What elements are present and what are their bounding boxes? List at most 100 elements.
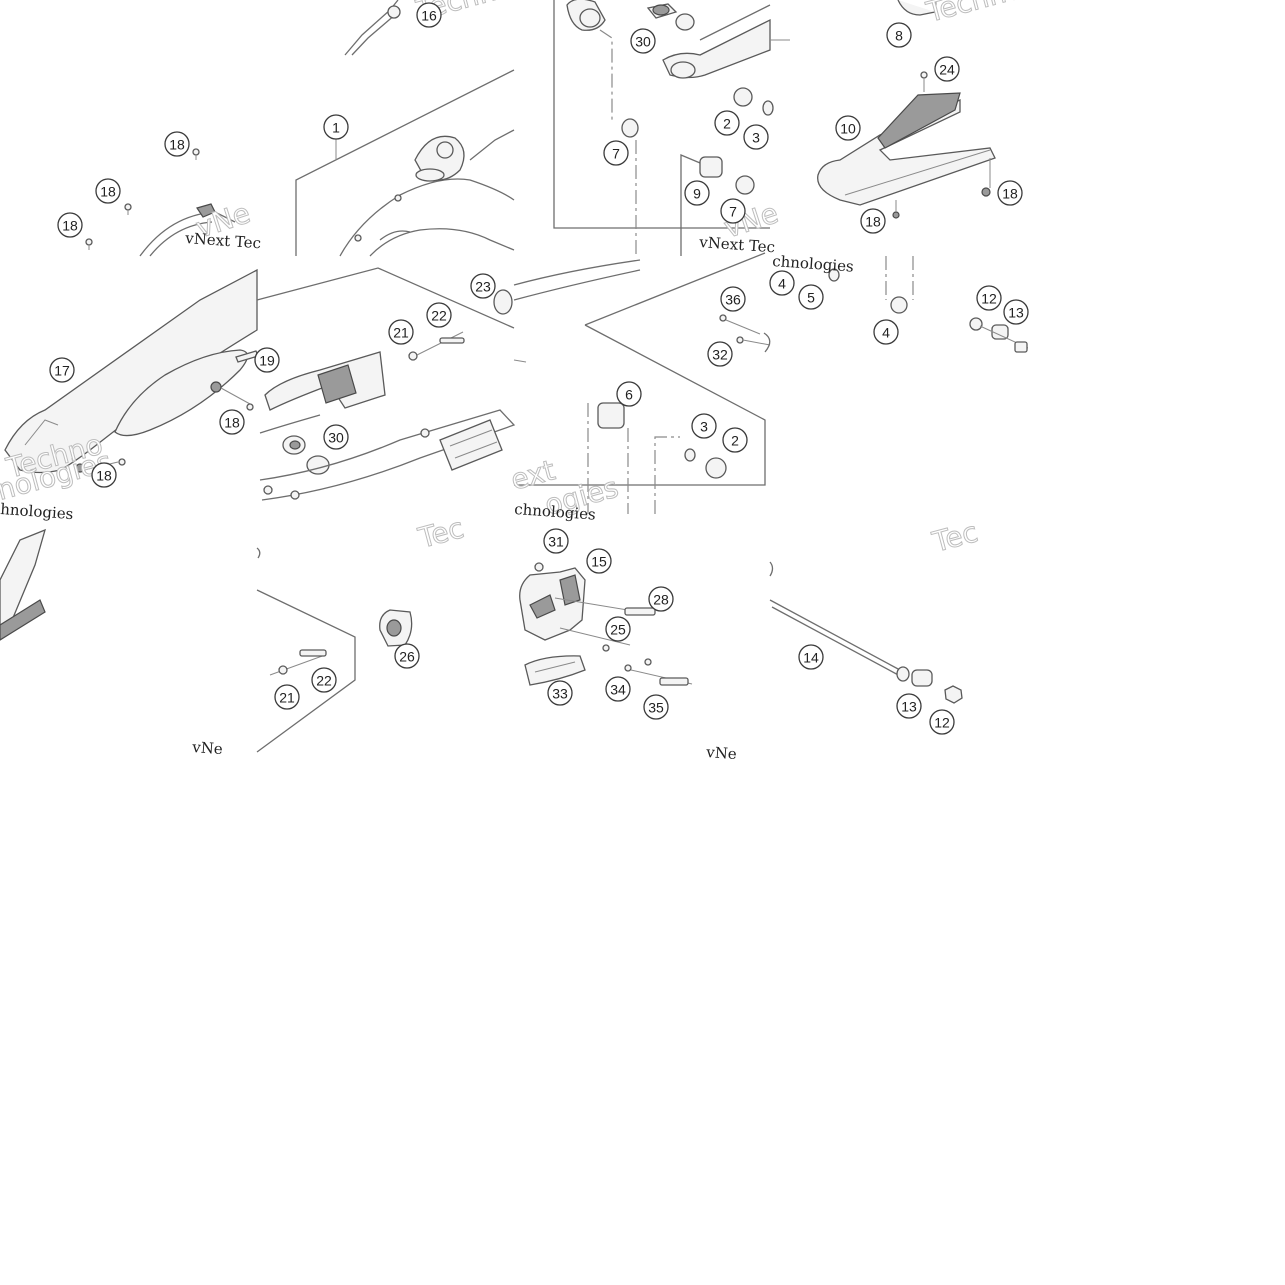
callout-21: 21 xyxy=(388,319,414,345)
callout-22: 22 xyxy=(426,302,452,328)
watermark-text: vNe xyxy=(191,738,224,758)
callout-circle xyxy=(254,347,280,373)
callout-number: 15 xyxy=(591,554,607,570)
callout-circle xyxy=(798,644,824,670)
callout-circle xyxy=(91,462,117,488)
callout-number: 5 xyxy=(807,290,815,306)
callout-number: 13 xyxy=(1008,305,1024,321)
callout-18: 18 xyxy=(860,208,886,234)
callout-number: 4 xyxy=(882,325,890,341)
callout-34: 34 xyxy=(605,676,631,702)
callout-circle xyxy=(426,302,452,328)
tile-swingarm-front xyxy=(85,0,401,257)
callout-circle xyxy=(547,680,573,706)
callout-9: 9 xyxy=(684,180,710,206)
callout-circle xyxy=(311,667,337,693)
watermark-text: chnologies xyxy=(514,500,597,524)
callout-26: 26 xyxy=(394,643,420,669)
callout-circle xyxy=(707,341,733,367)
callout-number: 22 xyxy=(431,308,447,324)
callout-number: 10 xyxy=(840,121,856,137)
callout-number: 28 xyxy=(653,592,669,608)
callout-circle xyxy=(743,124,769,150)
callout-number: 12 xyxy=(934,715,950,731)
callout-number: 30 xyxy=(635,34,651,50)
callout-12: 12 xyxy=(929,709,955,735)
callout-circle xyxy=(164,131,190,157)
tile-swingarm-body xyxy=(295,69,515,257)
watermark-text: vNe xyxy=(705,743,738,763)
callout-number: 18 xyxy=(1002,186,1018,202)
callout-number: 2 xyxy=(731,433,739,449)
callout-circle xyxy=(798,284,824,310)
callout-circle xyxy=(714,110,740,136)
callout-circle xyxy=(648,586,674,612)
watermark-ghost: Tec xyxy=(928,515,981,559)
callout-21: 21 xyxy=(274,684,300,710)
callout-33: 33 xyxy=(547,680,573,706)
callout-circle xyxy=(691,413,717,439)
callout-circle xyxy=(684,180,710,206)
callout-3: 3 xyxy=(743,124,769,150)
callout-12: 12 xyxy=(976,285,1002,311)
callout-circle xyxy=(976,285,1002,311)
callout-2: 2 xyxy=(714,110,740,136)
bolt-icon xyxy=(192,148,200,156)
callout-circle xyxy=(720,286,746,312)
callout-number: 18 xyxy=(169,137,185,153)
callout-30: 30 xyxy=(630,28,656,54)
callout-number: 25 xyxy=(610,622,626,638)
callout-number: 12 xyxy=(981,291,997,307)
callout-circle xyxy=(835,115,861,141)
callout-circle xyxy=(886,22,912,48)
callout-18: 18 xyxy=(997,180,1023,206)
callout-1: 1 xyxy=(323,114,349,140)
callout-number: 30 xyxy=(328,430,344,446)
callout-14: 14 xyxy=(798,644,824,670)
callout-number: 6 xyxy=(625,387,633,403)
callout-18: 18 xyxy=(91,462,117,488)
callout-circle xyxy=(605,676,631,702)
callout-13: 13 xyxy=(1003,299,1029,325)
callout-10: 10 xyxy=(835,115,861,141)
callout-number: 16 xyxy=(421,8,437,24)
tile-wheel-axle xyxy=(769,561,963,704)
tile-chain-slider xyxy=(770,0,996,219)
callout-24: 24 xyxy=(934,56,960,82)
callout-circle xyxy=(929,709,955,735)
callout-number: 32 xyxy=(712,347,728,363)
callout-circle xyxy=(605,616,631,642)
callout-circle xyxy=(95,178,121,204)
callout-number: 34 xyxy=(610,682,626,698)
callout-number: 24 xyxy=(939,62,955,78)
watermark-text: hnologies xyxy=(0,500,74,523)
callout-circle xyxy=(722,427,748,453)
bolt-icon xyxy=(124,203,132,211)
callout-circle xyxy=(630,28,656,54)
callout-23: 23 xyxy=(470,273,496,299)
callout-7: 7 xyxy=(720,198,746,224)
callout-circle xyxy=(586,548,612,574)
callout-2: 2 xyxy=(722,427,748,453)
callout-circle xyxy=(470,273,496,299)
callout-30: 30 xyxy=(323,424,349,450)
callout-circle xyxy=(616,381,642,407)
callout-circle xyxy=(896,693,922,719)
callout-circle xyxy=(1003,299,1029,325)
callout-number: 21 xyxy=(393,325,409,341)
callout-36: 36 xyxy=(720,286,746,312)
callout-circle xyxy=(873,319,899,345)
callout-number: 17 xyxy=(54,363,70,379)
callout-number: 33 xyxy=(552,686,568,702)
callout-15: 15 xyxy=(586,548,612,574)
tile-bearing-detail xyxy=(513,252,771,514)
callout-number: 9 xyxy=(693,186,701,202)
callout-28: 28 xyxy=(648,586,674,612)
callout-circle xyxy=(603,140,629,166)
callout-circle xyxy=(323,424,349,450)
callout-number: 8 xyxy=(895,28,903,44)
watermark-text: vNext Tec xyxy=(698,233,776,256)
